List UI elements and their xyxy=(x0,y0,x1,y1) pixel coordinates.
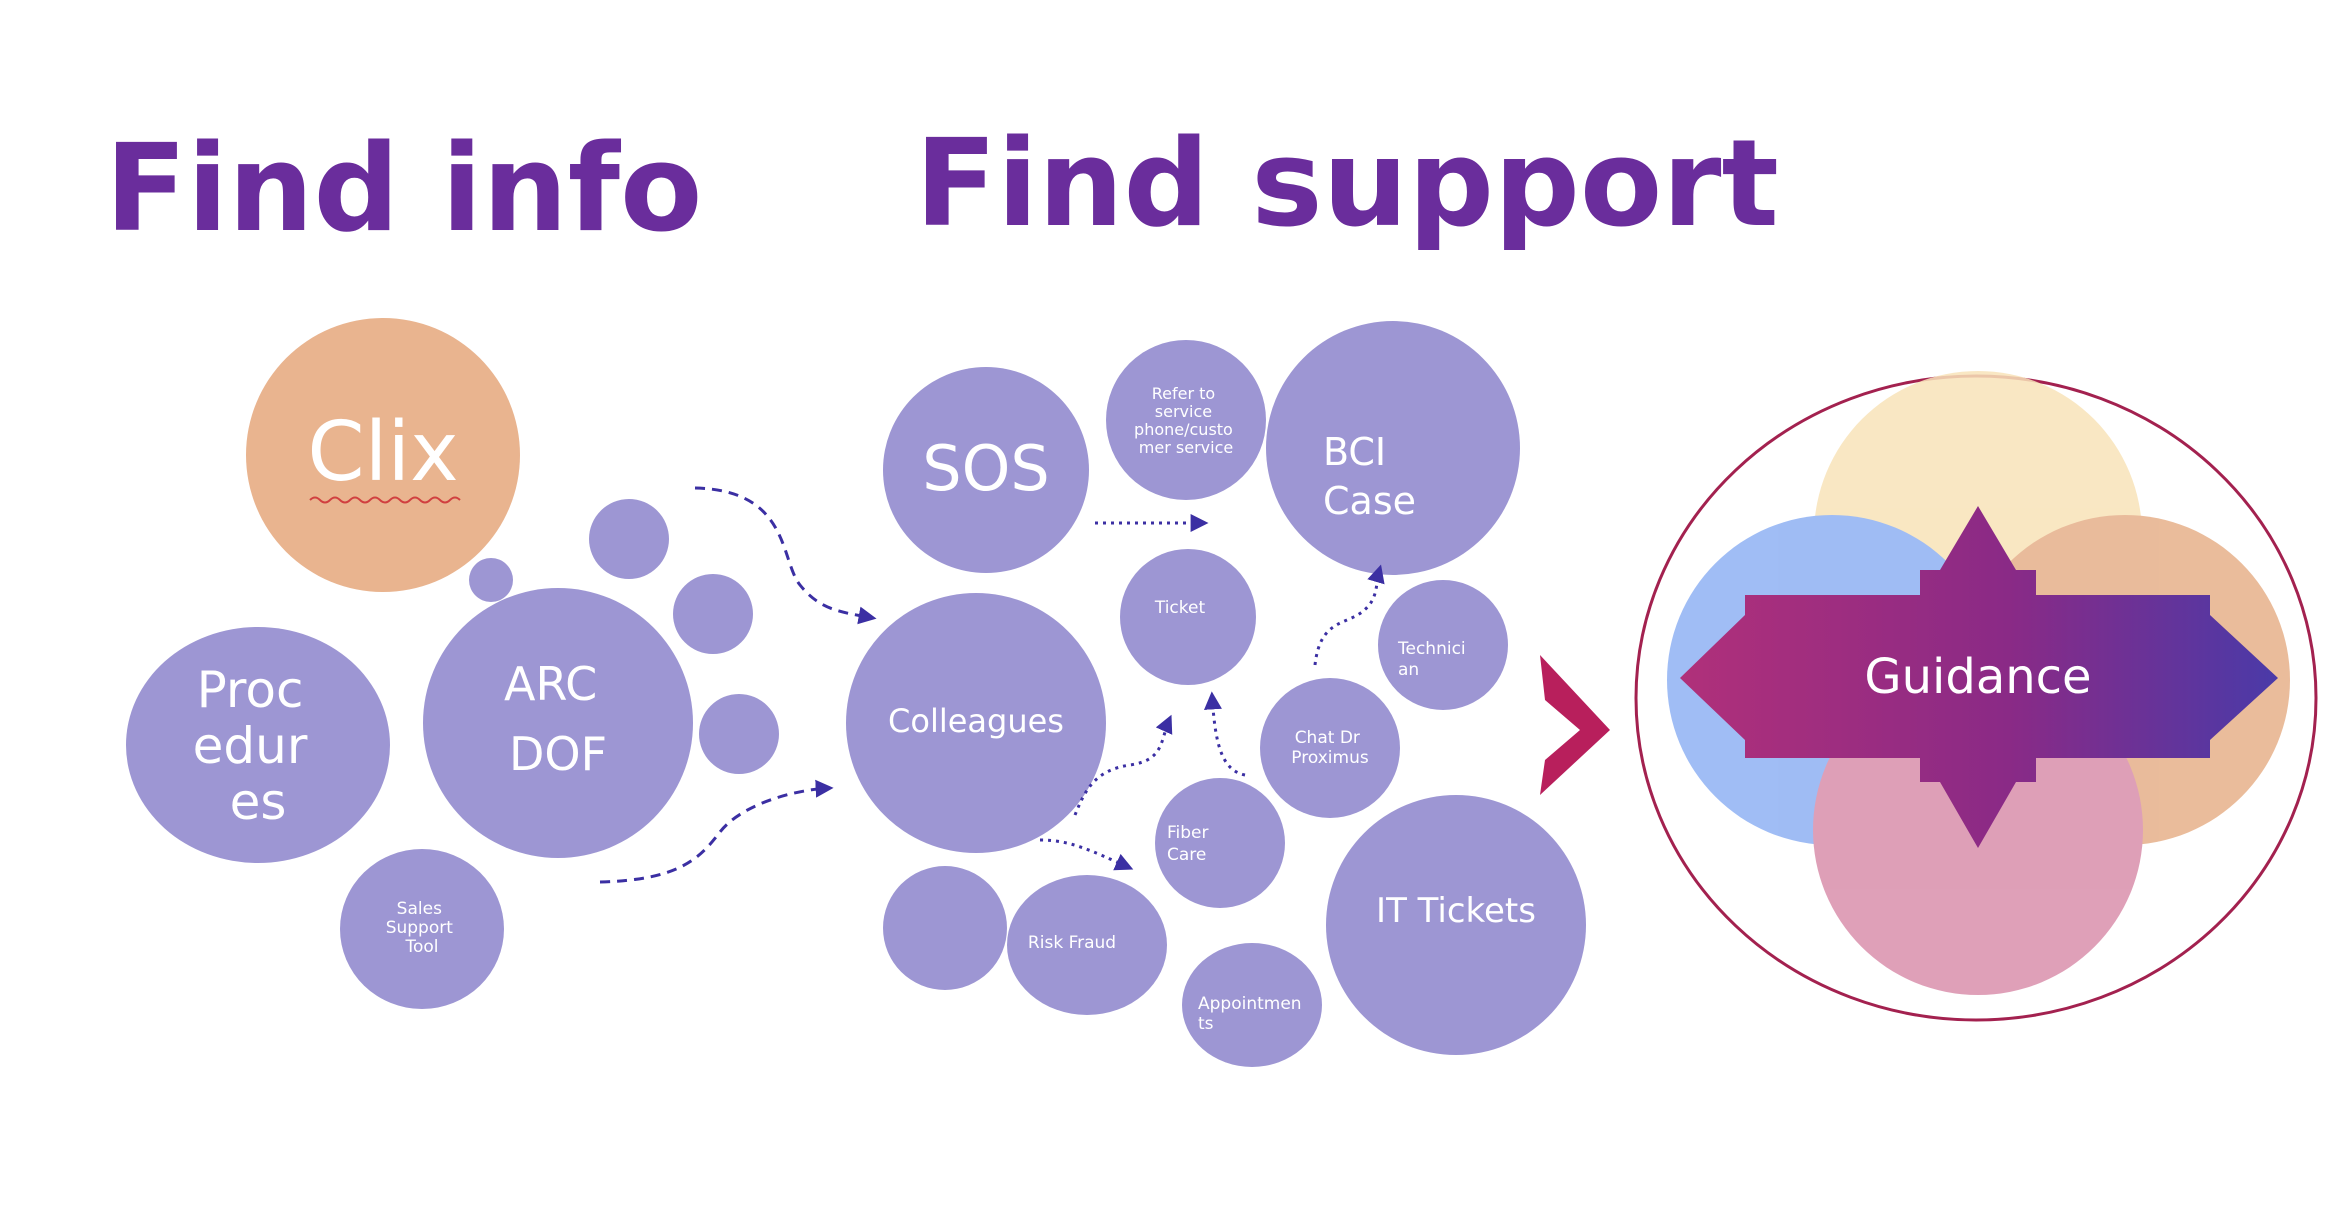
sales-support-tool-label: Sales Support Tool xyxy=(386,899,459,957)
flow-arrow xyxy=(1313,564,1385,666)
bci-case-label: BCI Case xyxy=(1323,430,1416,523)
risk-fraud-label: Risk Fraud xyxy=(1028,933,1116,953)
it-tickets-bubble xyxy=(1326,795,1586,1055)
procedures-label: Proc edur es xyxy=(193,661,324,831)
small-bubble xyxy=(469,558,513,602)
it-tickets-label: IT Tickets xyxy=(1376,891,1536,931)
procedures-bubble xyxy=(126,627,390,863)
colleagues-label: Colleagues xyxy=(888,702,1064,740)
flow-arrow xyxy=(694,486,877,625)
refer-to-service-label: Refer to service phone/custo mer service xyxy=(1134,384,1238,457)
appointments-bubble xyxy=(1182,943,1322,1067)
flow-arrow xyxy=(1039,838,1134,871)
ticket-label: Ticket xyxy=(1154,598,1206,618)
small-bubble xyxy=(673,574,753,654)
technician-label: Technici an xyxy=(1397,639,1471,680)
fiber-care-label: Fiber Care xyxy=(1167,823,1214,865)
ticket-bubble xyxy=(1120,549,1256,685)
heading-find-support: Find support xyxy=(915,115,1779,254)
guidance-label: Guidance xyxy=(1864,649,2091,705)
small-bubble xyxy=(699,694,779,774)
find-support-cluster: SOS Refer to service phone/custo mer ser… xyxy=(846,321,1586,1067)
flow-arrow xyxy=(599,779,834,884)
find-info-cluster: Clix Proc edur es ARC DOF Sales Support … xyxy=(126,318,779,1009)
chat-dr-proximus-label: Chat Dr Proximus xyxy=(1291,728,1369,768)
arc-dof-label: ARC DOF xyxy=(504,657,612,781)
appointments-label: Appointmen ts xyxy=(1198,994,1307,1034)
clix-spellcheck-underline xyxy=(309,496,461,504)
four-way-arrow-icon xyxy=(1680,506,2278,848)
arc-dof-bubble xyxy=(423,588,693,858)
guidance-diagram: Guidance xyxy=(1634,371,2318,1022)
clix-bubble xyxy=(246,318,520,592)
technician-bubble xyxy=(1378,580,1508,710)
heading-find-info: Find info xyxy=(105,120,702,259)
flow-arrow xyxy=(1203,691,1246,777)
sales-support-tool-bubble xyxy=(340,849,504,1009)
clix-label: Clix xyxy=(307,405,458,500)
chat-dr-proximus-bubble xyxy=(1260,678,1400,818)
refer-to-service-bubble xyxy=(1106,340,1266,500)
sos-label: SOS xyxy=(922,432,1050,505)
small-bubble xyxy=(883,866,1007,990)
risk-fraud-bubble xyxy=(1007,875,1167,1015)
bci-case-bubble xyxy=(1266,321,1520,575)
chevron-right-icon xyxy=(1540,655,1610,795)
fiber-care-bubble xyxy=(1155,778,1285,908)
sos-bubble xyxy=(883,367,1089,573)
colleagues-bubble xyxy=(846,593,1106,853)
small-bubble xyxy=(589,499,669,579)
